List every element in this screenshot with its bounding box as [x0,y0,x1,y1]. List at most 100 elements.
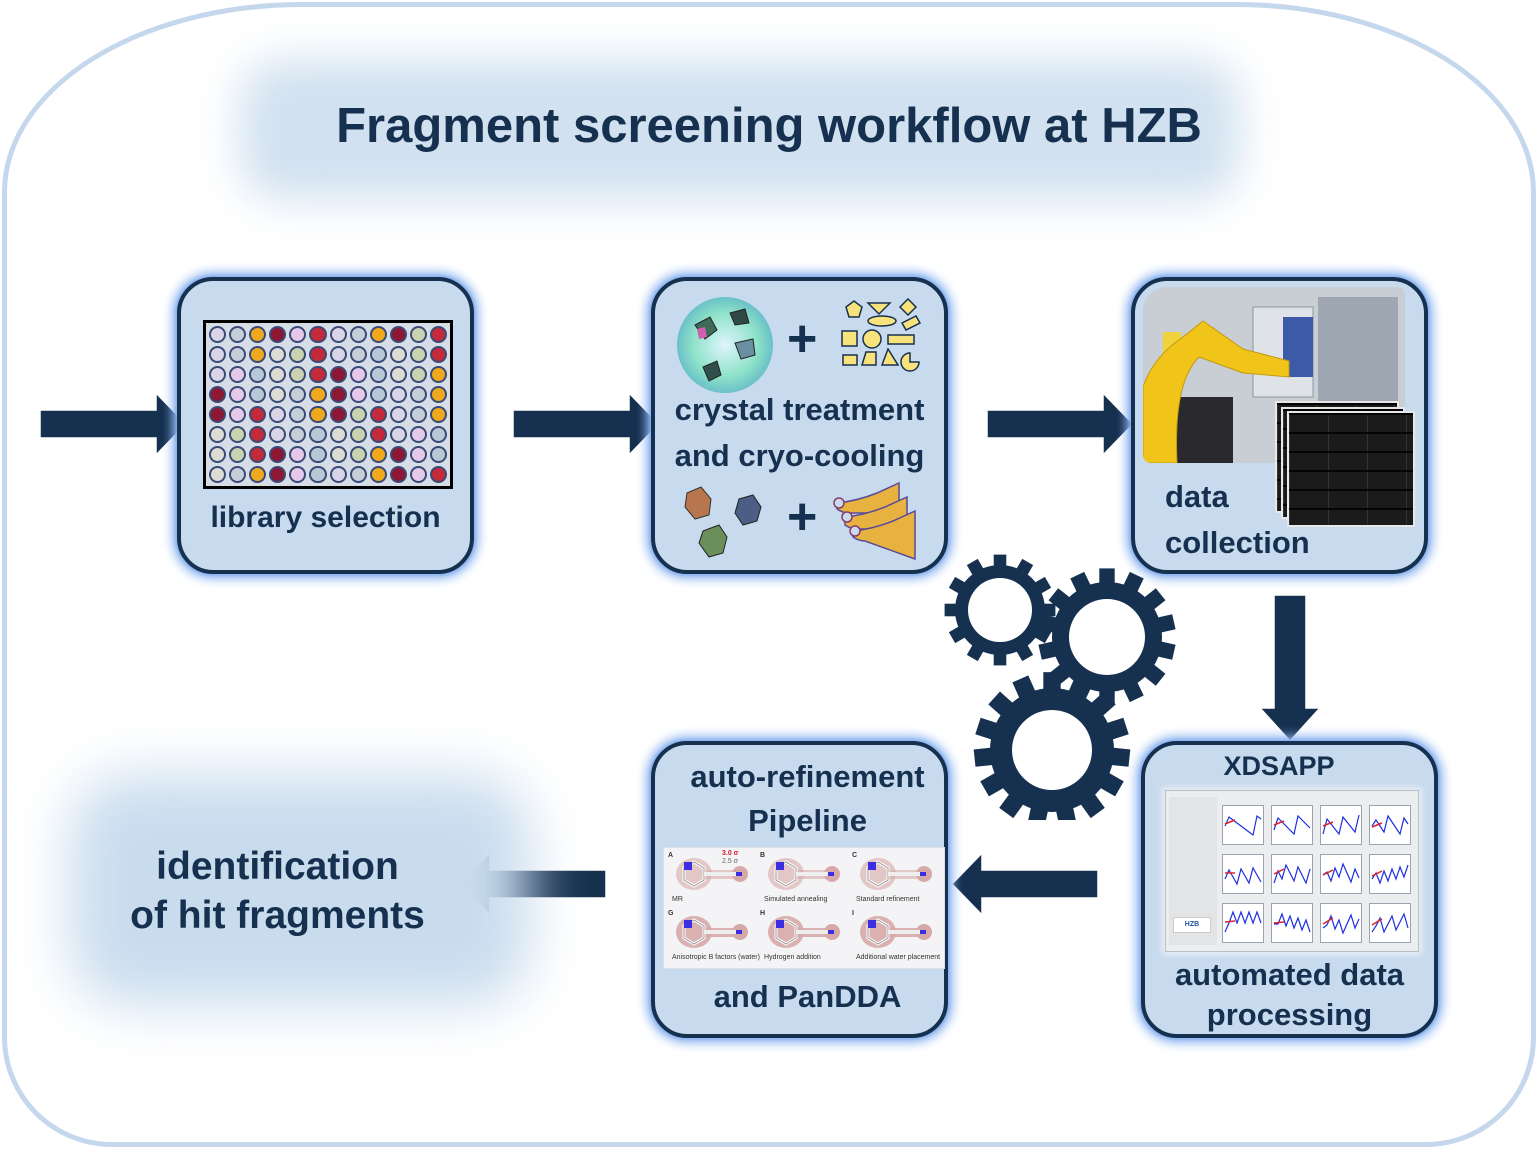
step-label-line1: data [1165,479,1229,514]
plate-well [389,386,407,403]
plate-well [309,466,327,483]
plate-well [409,346,427,363]
result-glow [70,775,530,1005]
panel-caption: Standard refinement [856,896,920,903]
plate-well [309,326,327,343]
gears-graphic [944,554,1176,820]
plate-well [229,366,247,383]
panel-letter: I [852,910,854,917]
panel-letter: H [760,910,766,917]
plate-well [409,326,427,343]
plate-well [389,346,407,363]
plate-well [309,346,327,363]
sigma-level-low: 2.5 σ [722,858,738,865]
plate-well [229,466,247,483]
plate-well [249,366,267,383]
plate-well [429,446,447,463]
plate-well [369,446,387,463]
result-line1: identification [156,845,399,888]
plate-well [249,346,267,363]
electron-density-panel [860,916,932,948]
xdsapp-plot [1222,805,1264,845]
plate-well [289,426,307,443]
plate-well [429,386,447,403]
plate-well [289,406,307,423]
plate-well [389,426,407,443]
panel-letter: C [852,852,858,859]
plate-well [429,426,447,443]
plate-well [329,366,347,383]
plate-well [229,426,247,443]
plate-well [309,406,327,423]
xdsapp-plot [1222,854,1264,894]
plate-well [409,446,427,463]
electron-density-panel [676,916,748,948]
plate-well [369,386,387,403]
plate-well [409,386,427,403]
panel-caption: Additional water placement [856,954,941,961]
plate-well [289,446,307,463]
title-glow [240,60,1240,200]
electron-density-panel [676,858,748,890]
plate-well [309,386,327,403]
plate-well [349,326,367,343]
xdsapp-screenshot: HZB [1165,790,1419,952]
plate-well [209,386,227,403]
plate-well [349,406,367,423]
plate-well [429,326,447,343]
plate-well [309,446,327,463]
step-label-line2: Pipeline [748,803,867,838]
plate-well [269,386,287,403]
beamline-robot-photo [1143,287,1405,463]
step-label: library selection [210,501,441,534]
plate-well [389,406,407,423]
plate-well [249,466,267,483]
panel-letter: B [760,852,766,859]
xdsapp-plot [1320,805,1362,845]
software-name: XDSAPP [1223,751,1335,781]
plate-well [329,406,347,423]
xdsapp-plot [1320,854,1362,894]
xdsapp-plot [1369,805,1411,845]
step-label-line1: automated data [1174,957,1405,992]
plate-well [209,326,227,343]
arrow-right-icon [986,391,1135,457]
arrow-right-icon [512,391,661,457]
plate-well [249,426,267,443]
plate-well [429,366,447,383]
plate-well [249,386,267,403]
plate-well [409,466,427,483]
plate-well [409,366,427,383]
arrow-left-icon [950,851,1099,917]
xdsapp-plot [1222,903,1264,943]
xdsapp-sidebar: HZB [1169,797,1217,945]
plate-well [329,426,347,443]
plate-well [209,426,227,443]
electron-density-panel [768,916,840,948]
plate-well [289,346,307,363]
entry-arrow-icon [39,391,188,457]
panel-caption: MR [672,896,683,903]
plate-well [329,346,347,363]
plate-well [249,446,267,463]
plate-well [269,366,287,383]
plate-well [229,346,247,363]
plate-well [369,366,387,383]
plate-well [209,346,227,363]
sigma-level-high: 3.0 σ [722,850,739,857]
plate-well [349,466,367,483]
plate-well [209,466,227,483]
plate-well [389,466,407,483]
plate-well [289,466,307,483]
plus-sign: + [787,488,818,546]
plate-well [369,426,387,443]
step-data-collection: data collection [1131,277,1428,574]
plate-well [269,446,287,463]
xdsapp-plot [1271,805,1313,845]
fragment-shapes-icon [841,297,922,372]
crystals-in-drop-icon [677,297,773,393]
gear-large-icon [973,672,1131,820]
step-automated-processing: XDSAPP HZB automated data processing [1141,741,1438,1038]
panel-letter: G [668,910,674,917]
